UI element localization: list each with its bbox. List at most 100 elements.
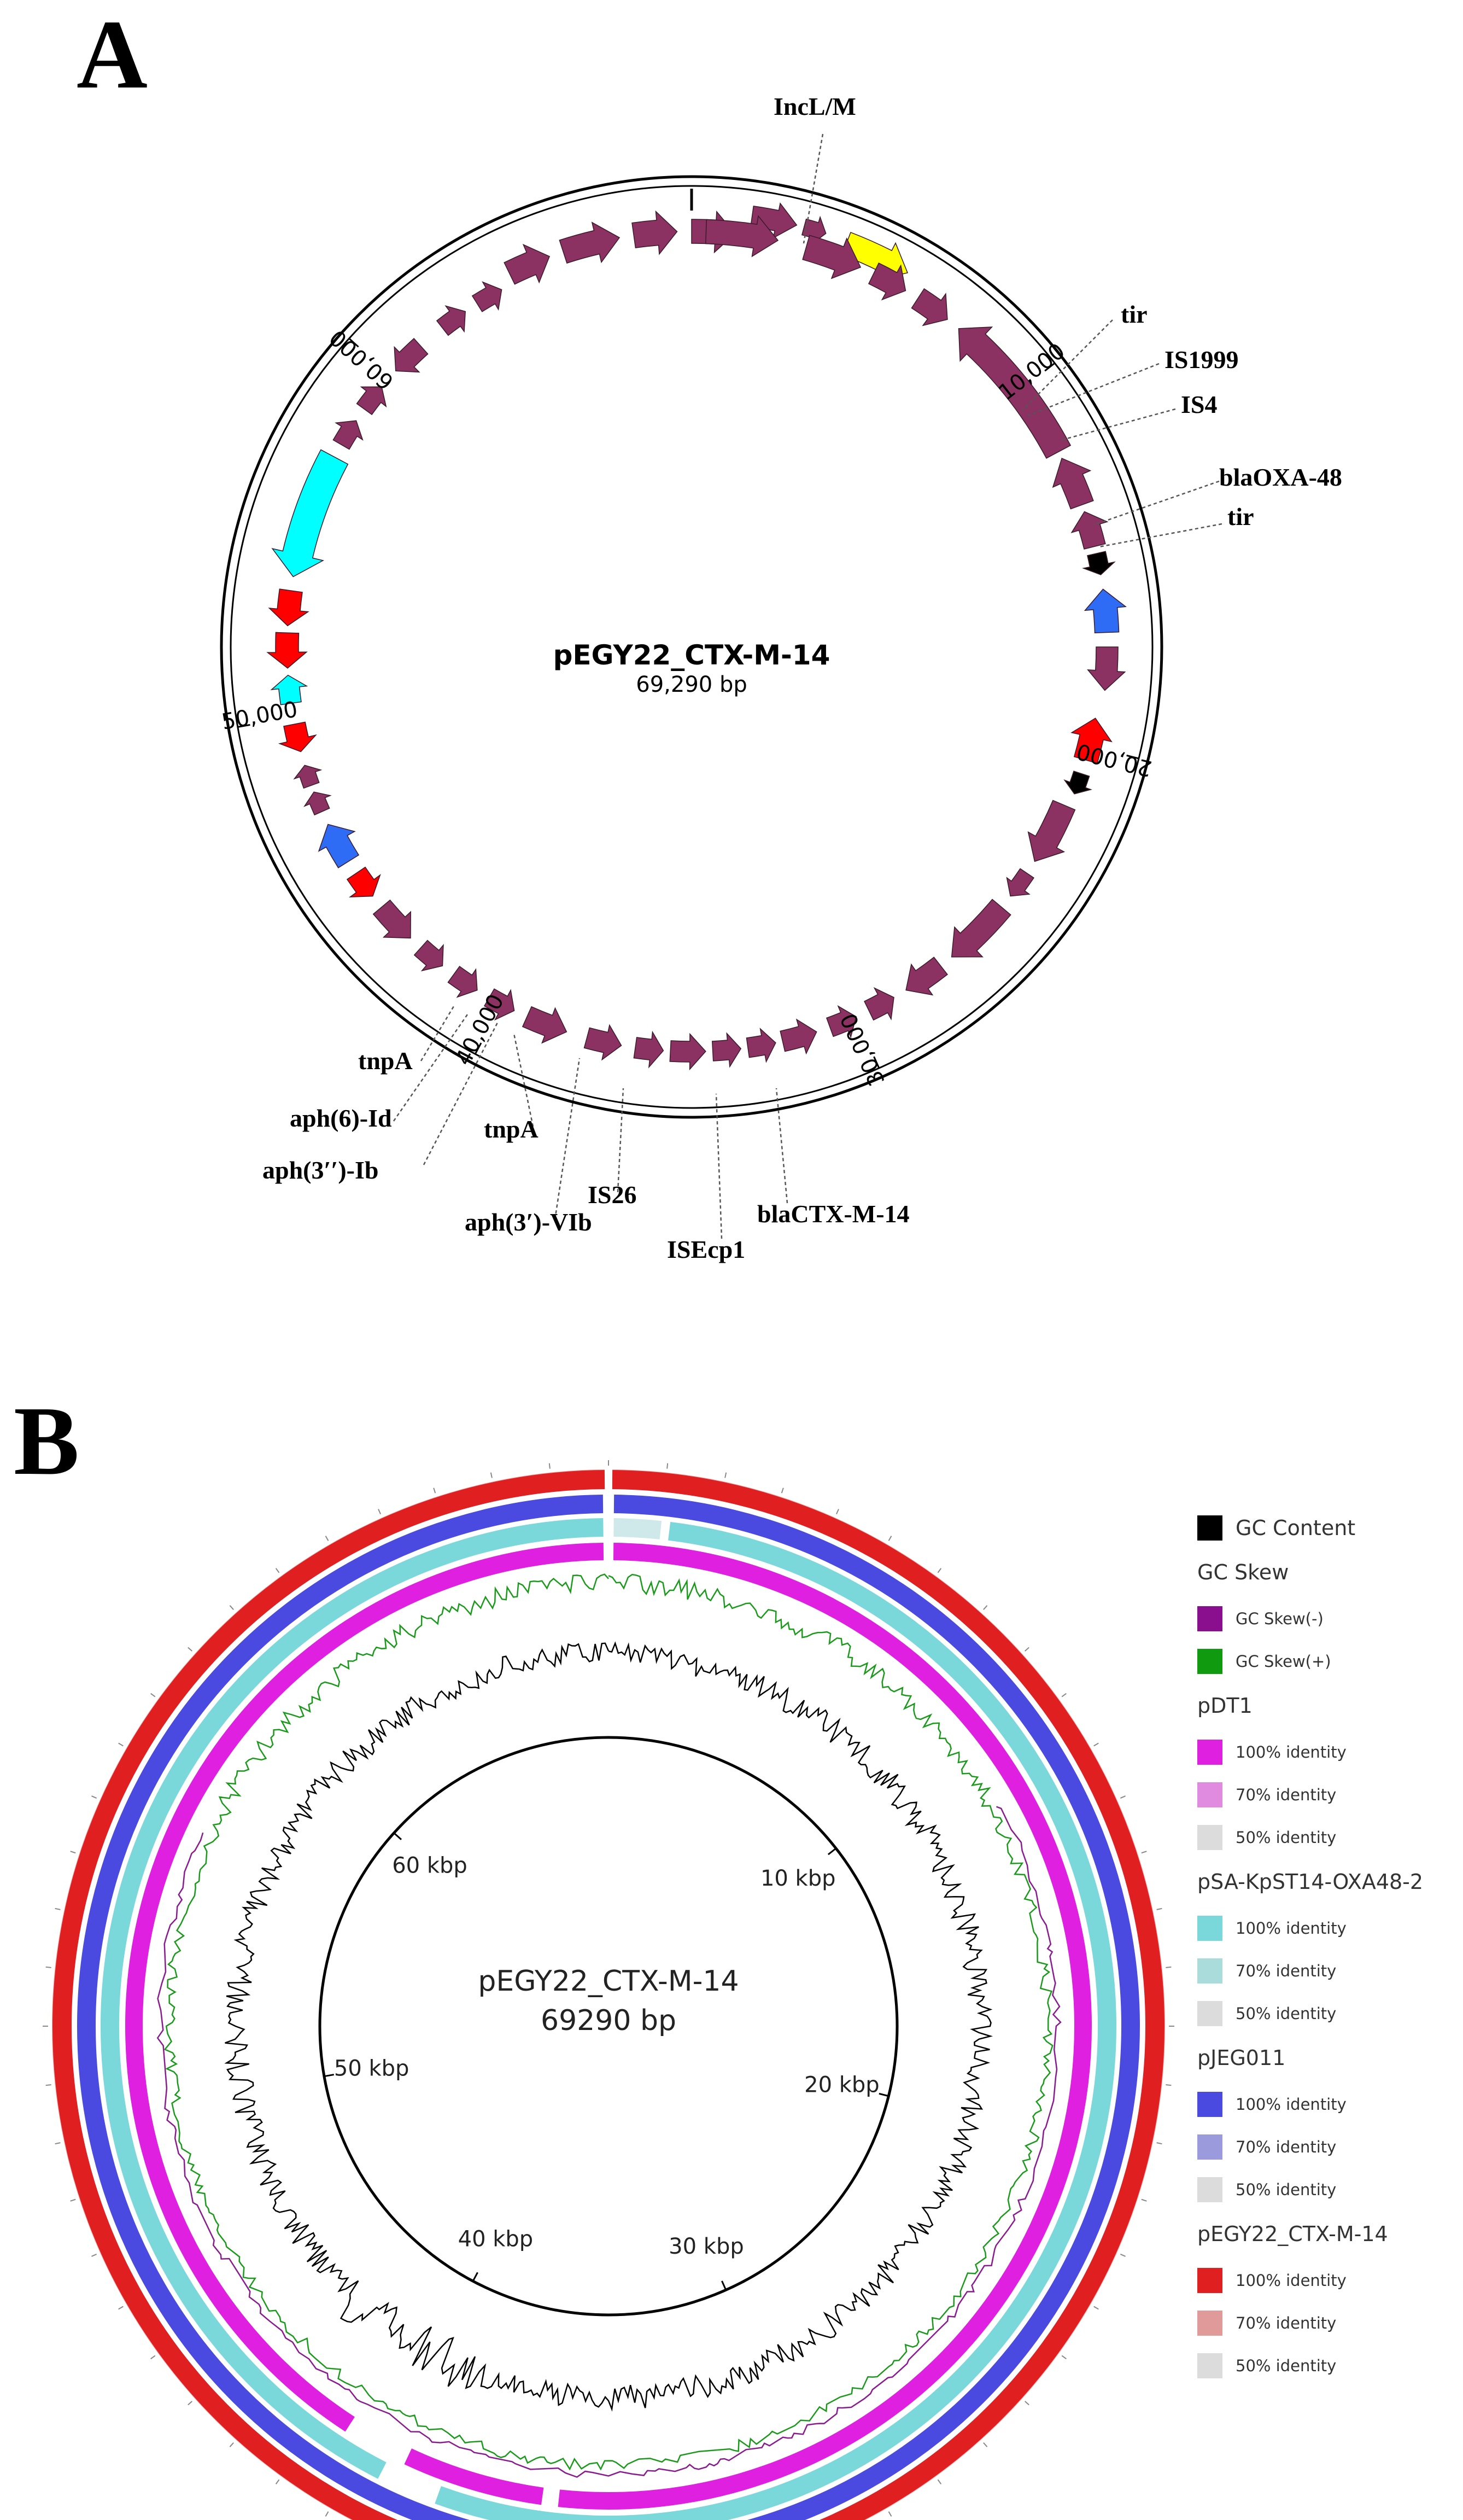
legend-item-5-0: 100% identity: [1197, 2259, 1460, 2302]
gene-arrows: [266, 202, 1127, 1071]
gene-arrow-8: [1087, 646, 1126, 691]
gene-arrow-13: [951, 899, 1011, 958]
tick-mark-4: [237, 724, 250, 728]
outer-tick-20: [1093, 2306, 1099, 2310]
legend-swatch: [1197, 1782, 1222, 1807]
outer-tick-12: [1141, 1851, 1147, 1854]
outer-tick-48: [70, 1851, 76, 1854]
legend-swatch: [1197, 2311, 1222, 2336]
outer-tick-25: [888, 2511, 892, 2517]
legend-item-4-1: 70% identity: [1197, 2126, 1460, 2168]
gene-arrow-36: [271, 449, 349, 578]
outer-tick-13: [1156, 1908, 1162, 1910]
gene-arrow-46: [705, 215, 779, 258]
gene-arrow-4: [1052, 457, 1094, 510]
legend-label: 100% identity: [1236, 2271, 1347, 2290]
gene-arrow-43: [559, 221, 621, 264]
gene-arrow-37: [332, 420, 364, 450]
outer-tick-2: [724, 1472, 727, 1478]
gene-arrow-12: [1006, 868, 1034, 897]
gene-arrow-47: [802, 235, 862, 279]
tick-mark-3: [474, 1042, 482, 1055]
kbp-label-2: 30 kbp: [669, 2234, 744, 2259]
legend-label: 50% identity: [1236, 2356, 1337, 2375]
plasmid-size-label: 69,290 bp: [636, 672, 747, 697]
legend-group-2: pDT1: [1197, 1694, 1253, 1718]
outer-tick-23: [983, 2442, 988, 2447]
legend-label: GC Content: [1236, 1516, 1356, 1540]
legend-group-4: pJEG011: [1197, 2046, 1286, 2070]
legend-item-4-0: 100% identity: [1197, 2083, 1460, 2126]
outer-tick-51: [150, 1693, 156, 1698]
annotation-aph3pp-ib: aph(3′′)-Ib: [262, 1156, 378, 1184]
gene-arrow-40: [436, 305, 466, 336]
legend-item-2-0: 100% identity: [1197, 1731, 1460, 1774]
ring-pdt1-a: [558, 1543, 1092, 2510]
outer-tick-58: [490, 1472, 493, 1478]
legend-swatch: [1197, 1649, 1222, 1674]
outer-tick-49: [91, 1795, 97, 1799]
tick-mark-0: [1044, 362, 1056, 372]
gene-arrow-32: [278, 721, 317, 752]
outer-tick-6: [937, 1568, 942, 1573]
kbp-tick-1: [879, 2092, 889, 2097]
outer-tick-3: [781, 1488, 784, 1494]
gene-arrow-3: [958, 326, 1072, 459]
outer-tick-8: [1025, 1647, 1029, 1652]
annotation-isecp1: ISEcp1: [667, 1235, 745, 1263]
ring-psa-kpst14-gap: [613, 1518, 662, 1539]
annotation-blactx-m-14: blaCTX-M-14: [757, 1200, 910, 1228]
outer-tick-14: [1166, 1966, 1172, 1968]
gene-arrow-26: [413, 940, 444, 972]
annotation-tir-2: tir: [1227, 503, 1254, 530]
panel-a-letter: A: [77, 0, 148, 109]
gene-arrow-24: [483, 988, 515, 1021]
legend-swatch: [1197, 1916, 1222, 1941]
outer-tick-56: [378, 1509, 382, 1515]
ring-pdt1-b: [404, 2448, 544, 2505]
legend-item-3-1: 70% identity: [1197, 1950, 1460, 1992]
outer-tick-46: [45, 1966, 51, 1968]
ring-psa-kpst14-a: [435, 1521, 1117, 2520]
gene-arrow-44: [631, 210, 678, 255]
gene-arrow-25: [447, 966, 478, 998]
gene-arrow-10: [1063, 771, 1092, 795]
kbp-label-5: 60 kbp: [392, 1853, 467, 1879]
outer-tick-59: [548, 1463, 551, 1469]
legend-item-4-2: 50% identity: [1197, 2168, 1460, 2211]
legend-item-1-1: GC Skew(+): [1197, 1640, 1460, 1683]
gene-arrow-15: [864, 987, 894, 1021]
ring-plasmid-size: 69290 bp: [541, 2004, 676, 2037]
legend-label: 70% identity: [1236, 1962, 1337, 1980]
gene-arrow-29: [318, 824, 360, 868]
gene-arrow-22: [583, 1024, 622, 1061]
outer-tick-43: [55, 2142, 61, 2145]
outer-tick-7: [983, 1605, 988, 1610]
legend-swatch: [1197, 2092, 1222, 2117]
kbp-label-3: 40 kbp: [458, 2226, 534, 2251]
outer-tick-38: [188, 2401, 192, 2406]
legend-label: 70% identity: [1236, 1786, 1337, 1804]
annotation-tir-1: tir: [1121, 300, 1148, 328]
kbp-tick-4: [324, 2074, 335, 2078]
outer-tick-11: [1120, 1795, 1126, 1799]
legend-swatch: [1197, 1606, 1222, 1631]
outer-tick-37: [229, 2442, 234, 2447]
gene-arrow-6: [1082, 551, 1116, 575]
gc-skew-trace: [163, 1573, 1054, 2471]
ring-psa-kpst14-b: [101, 1518, 604, 2479]
outer-tick-18: [1141, 2198, 1147, 2202]
outer-tick-1: [666, 1463, 669, 1469]
gc-skew-neg-trace: [156, 1806, 1062, 2478]
gene-arrow-7: [1084, 588, 1127, 634]
panel-b-letter: B: [14, 1386, 80, 1495]
gene-arrow-48: [868, 262, 906, 301]
outer-tick-54: [275, 1568, 280, 1573]
outer-tick-57: [433, 1488, 436, 1494]
gene-arrow-42: [504, 243, 551, 285]
outer-tick-17: [1156, 2142, 1162, 2145]
outer-tick-40: [118, 2306, 124, 2310]
